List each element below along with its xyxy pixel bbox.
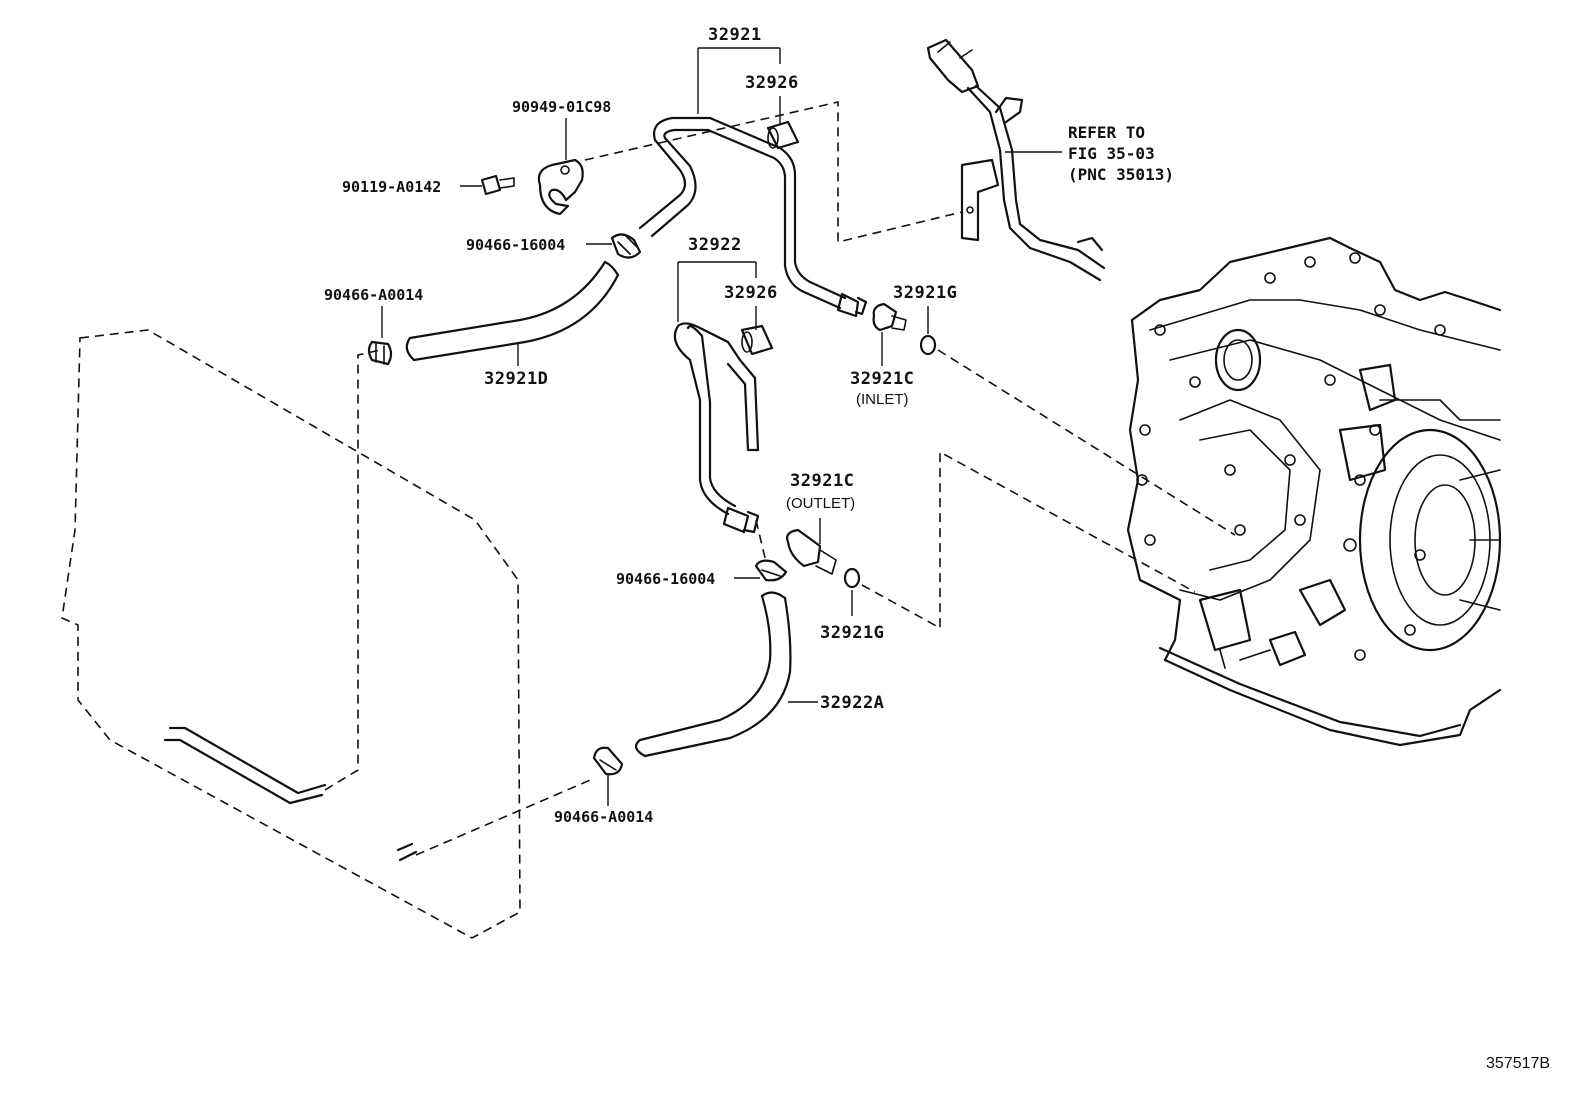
o-ring-32921g-bottom [843, 567, 861, 589]
pipe-32922 [673, 322, 760, 534]
clamp-90466-16004-mid [754, 559, 788, 582]
clamp-90466-a0014-bottom [592, 746, 624, 776]
figure-id: 357517B [1486, 1055, 1550, 1072]
clamp-90466-16004-top [610, 233, 642, 259]
dashed-link-outlet [861, 450, 1196, 630]
label-32922: 32922 [688, 235, 742, 255]
label-90466-16004-top: 90466-16004 [466, 236, 565, 254]
leader-lines [381, 47, 929, 806]
bracket-90949-01c98 [537, 158, 584, 216]
label-90466-16004-mid: 90466-16004 [616, 570, 715, 588]
o-ring-32921g-top [919, 334, 937, 356]
label-32921g-bottom: 32921G [820, 623, 884, 643]
label-32921: 32921 [708, 25, 762, 45]
pipe-32921 [638, 116, 868, 318]
label-90119-a0142: 90119-A0142 [342, 178, 441, 196]
radiator-outline [61, 329, 596, 939]
refer-note-line2: FIG 35-03 [1068, 144, 1155, 163]
label-outlet: (OUTLET) [786, 495, 855, 512]
label-inlet: (INLET) [856, 391, 909, 408]
fitting-32921c-inlet [872, 302, 907, 332]
collar-32926-top [766, 120, 800, 150]
label-32926-top: 32926 [745, 73, 799, 93]
label-32921g-top: 32921G [893, 283, 957, 303]
transaxle-illustration [1126, 236, 1502, 747]
label-32926-mid: 32926 [724, 283, 778, 303]
fitting-32921c-outlet [786, 528, 837, 575]
label-90949-01c98: 90949-01C98 [512, 98, 611, 116]
hose-32922a [634, 591, 792, 758]
hose-32921d [405, 260, 620, 362]
refer-note-line3: (PNC 35013) [1068, 165, 1174, 184]
dipstick-tube [926, 38, 1106, 282]
bolt-90119-a0142 [480, 174, 515, 196]
label-32922a: 32922A [820, 693, 884, 713]
label-32921c-outlet: 32921C [790, 471, 854, 491]
clamp-90466-a0014-left [367, 340, 393, 366]
refer-note-line1: REFER TO [1068, 123, 1145, 142]
label-32921c-inlet: 32921C [850, 369, 914, 389]
dashed-link-mid [755, 519, 767, 563]
label-90466-a0014-left: 90466-A0014 [324, 286, 423, 304]
dashed-link-inlet [937, 349, 1236, 536]
dashed-link-upper [584, 100, 963, 244]
label-32921d: 32921D [484, 369, 548, 389]
collar-32926-mid [740, 324, 774, 356]
label-90466-a0014-bottom: 90466-A0014 [554, 808, 653, 826]
